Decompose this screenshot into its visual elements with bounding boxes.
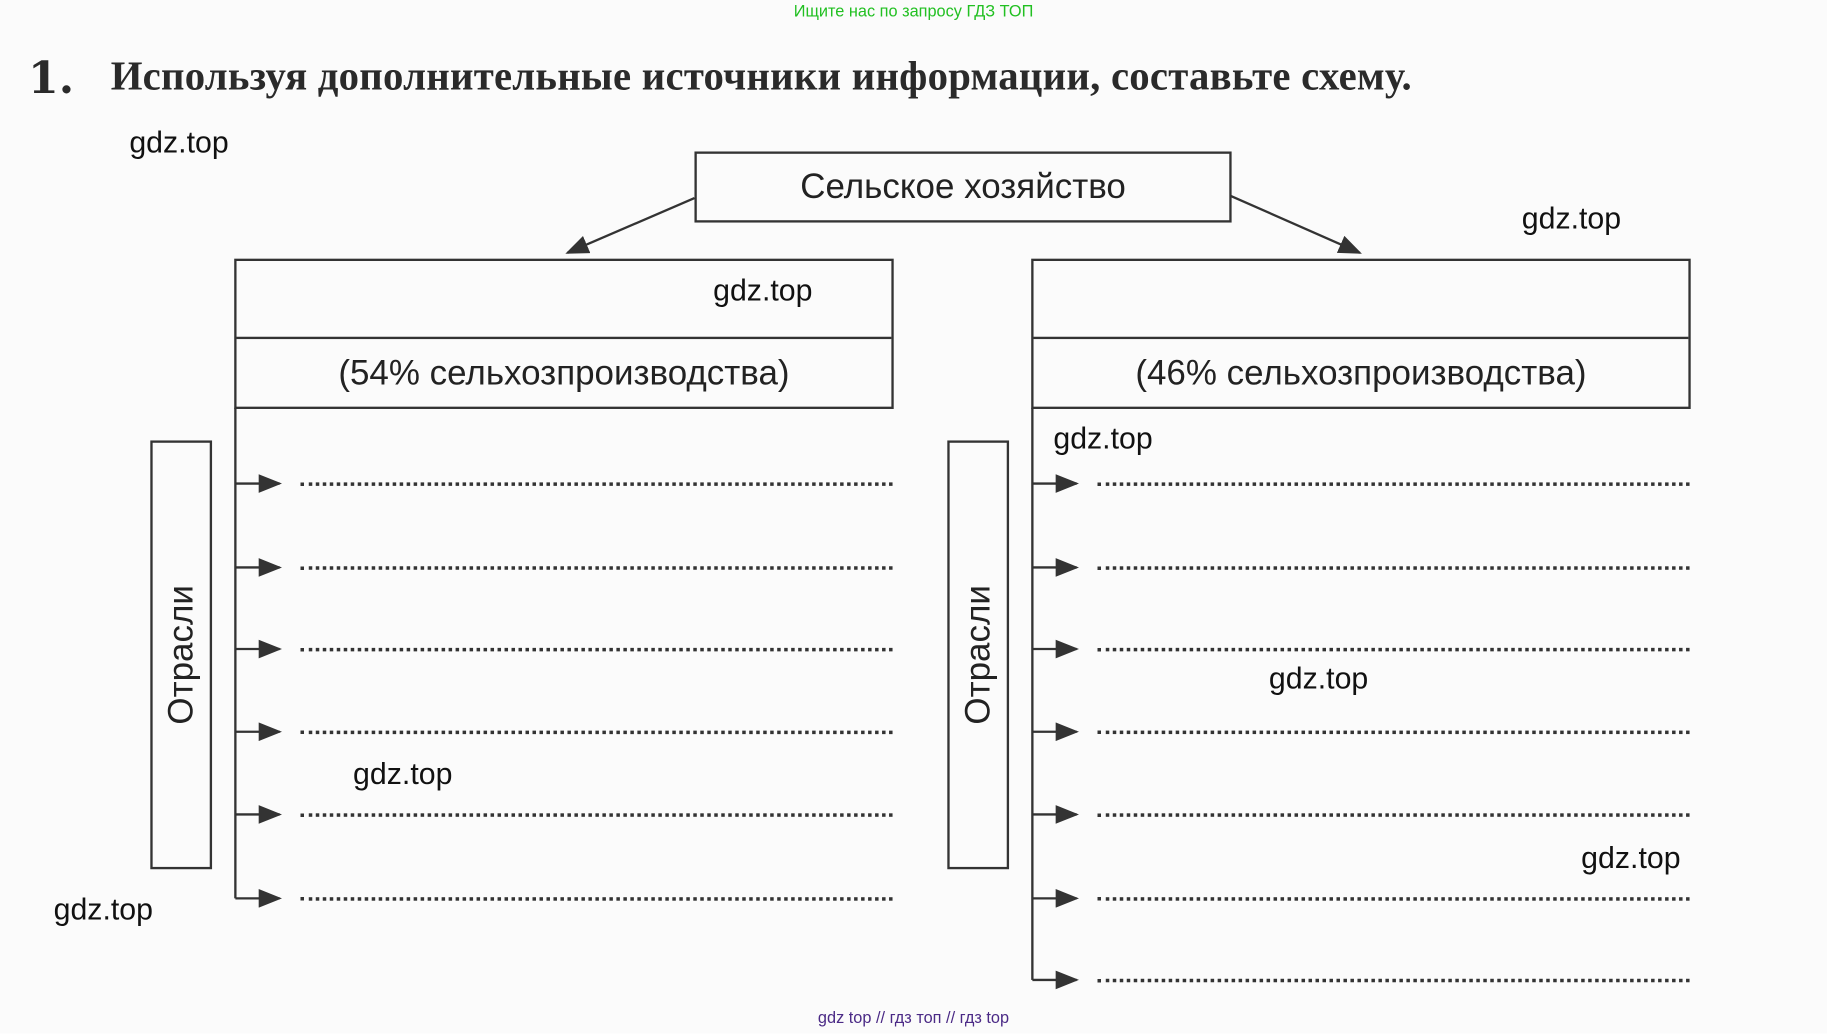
right-answer-line[interactable] [1097, 813, 1690, 817]
left-answer-line[interactable] [300, 897, 893, 901]
divider [236, 336, 892, 340]
arrow-right-branch [1229, 194, 1362, 254]
watermark: gdz.top [1581, 840, 1681, 876]
left-answer-line[interactable] [300, 813, 893, 817]
right-answer-line[interactable] [1097, 647, 1690, 652]
right-share: (46% сельхозпроизводства) [1135, 354, 1587, 393]
task-text: Используя дополнительные источники инфор… [110, 53, 1412, 100]
watermark: gdz.top [1053, 420, 1153, 456]
left-connector-line [234, 407, 237, 899]
right-connector-line [1031, 407, 1034, 980]
left-answer-line[interactable] [300, 730, 893, 735]
right-answer-line[interactable] [1097, 978, 1690, 983]
task-number: 1. [27, 51, 75, 104]
left-category-box: (54% сельхозпроизводства) [234, 258, 894, 409]
right-branches-box: Отрасли [947, 440, 1010, 870]
watermark: gdz.top [129, 124, 229, 160]
watermark: gdz.top [353, 756, 453, 792]
right-branches-label: Отрасли [958, 585, 997, 725]
watermark: gdz.top [53, 891, 153, 927]
root-label: Сельское хозяйство [800, 167, 1126, 206]
left-branches-box: Отрасли [150, 440, 213, 870]
right-answer-line[interactable] [1097, 897, 1690, 901]
watermark: gdz.top [713, 272, 813, 308]
right-answer-line[interactable] [1097, 566, 1690, 570]
watermark: gdz.top [1521, 200, 1622, 236]
root-box: Сельское хозяйство [694, 151, 1232, 223]
right-answer-line[interactable] [1097, 482, 1690, 486]
right-category-box: (46% сельхозпроизводства) [1031, 258, 1691, 409]
left-answer-line[interactable] [300, 566, 893, 570]
divider [1033, 336, 1689, 340]
right-answer-line[interactable] [1097, 730, 1690, 735]
watermark: gdz.top [1268, 660, 1369, 696]
left-branches-label: Отрасли [161, 585, 200, 725]
arrow-left-branch [565, 197, 695, 254]
left-share: (54% сельхозпроизводства) [338, 354, 790, 393]
search-banner[interactable]: Ищите нас по запросу ГДЗ ТОП [793, 1, 1034, 20]
footer-links[interactable]: gdz top // гдз топ // гдз top [817, 1007, 1010, 1027]
left-answer-line[interactable] [300, 482, 893, 486]
left-answer-line[interactable] [300, 647, 893, 652]
